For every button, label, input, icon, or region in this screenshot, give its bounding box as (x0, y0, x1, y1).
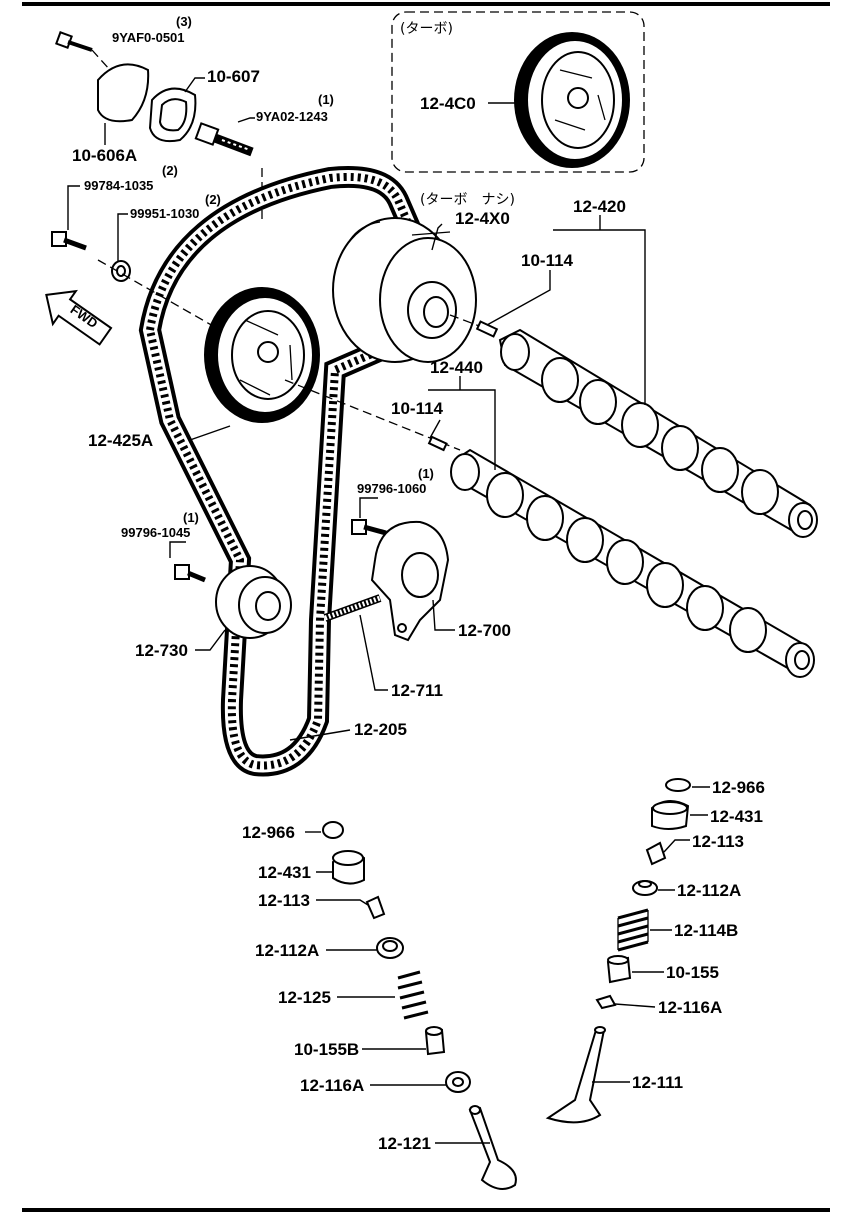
label-12-4x0: 12-4X0 (455, 209, 510, 228)
label-r-10-155: 10-155 (666, 963, 719, 982)
qty-99796-1060: (1) (418, 466, 434, 481)
label-99784-1035: 99784-1035 (84, 178, 153, 193)
label-r-12-113: 12-113 (692, 832, 744, 851)
qty-99796-1045: (1) (183, 510, 199, 525)
label-l-12-112a: 12-112A (255, 941, 319, 960)
turbo-note: (ターボ) (400, 21, 453, 37)
bolt-99796-1060 (351, 519, 387, 536)
label-12-420: 12-420 (573, 197, 626, 216)
bolt-99784 (51, 231, 87, 251)
label-l-12-116a: 12-116A (300, 1076, 364, 1095)
cam-pulley-12-425a (204, 287, 320, 423)
valve-12-121 (468, 1105, 517, 1190)
dowel-pin-10-114-a (475, 320, 499, 338)
label-l-12-125: 12-125 (278, 988, 331, 1007)
bolt-99796-1045 (174, 564, 206, 583)
washer-99951 (111, 260, 131, 282)
label-99796-1060: 99796-1060 (357, 481, 426, 496)
seat-12-116a-l (445, 1071, 471, 1093)
label-r-12-116a: 12-116A (658, 998, 722, 1017)
keeper-12-113-r (645, 841, 667, 866)
label-l-12-966: 12-966 (242, 823, 295, 842)
label-12-730: 12-730 (135, 641, 188, 660)
label-r-12-431: 12-431 (710, 807, 763, 826)
spring-12-711 (323, 594, 382, 622)
label-l-12-121: 12-121 (378, 1134, 431, 1153)
label-12-425a: 12-425A (88, 431, 153, 450)
qty-9ya02: (1) (318, 92, 334, 107)
spring-12-125 (397, 970, 429, 1020)
label-r-12-112a: 12-112A (677, 881, 741, 900)
bolt-9ya02 (194, 122, 254, 157)
idler-pulley-12-730 (215, 565, 292, 639)
seat-12-116a-r (595, 994, 617, 1010)
label-l-10-155b: 10-155B (294, 1040, 359, 1059)
label-9yaf0-0501: 9YAF0-0501 (112, 30, 185, 45)
tensioner-12-700 (370, 520, 450, 642)
label-r-12-111: 12-111 (632, 1073, 683, 1092)
vvt-pulley-12-4x0 (332, 217, 477, 363)
shim-12-966-r (665, 778, 691, 792)
label-10-114-upper: 10-114 (521, 251, 574, 270)
dowel-pin-10-114-b (427, 435, 448, 452)
retainer-12-112a-l (376, 937, 404, 959)
camshaft-12-440 (450, 448, 815, 678)
label-12-711: 12-711 (391, 681, 443, 700)
keeper-12-113-l (365, 895, 386, 920)
seal-10-155b (424, 1026, 446, 1056)
turbo-cam-pulley (514, 32, 630, 168)
valve-12-111 (545, 1026, 606, 1124)
shim-12-966-l (322, 821, 344, 839)
qty-9yaf0: (3) (176, 14, 192, 29)
label-99951-1030: 99951-1030 (130, 206, 199, 221)
turbo-nashi-note: (ターボ ナシ) (420, 192, 515, 208)
tappet-12-431-r (651, 800, 690, 830)
qty-99784: (2) (162, 163, 178, 178)
label-l-12-431: 12-431 (258, 863, 311, 882)
label-12-440: 12-440 (430, 358, 483, 377)
label-10-606a: 10-606A (72, 146, 137, 165)
label-r-12-114b: 12-114B (674, 921, 738, 940)
label-99796-1045: 99796-1045 (121, 525, 190, 540)
tappet-12-431-l (332, 850, 365, 885)
label-12-700: 12-700 (458, 621, 511, 640)
retainer-12-112a-r (632, 880, 658, 896)
label-12-205: 12-205 (354, 720, 407, 739)
timing-belt-12-205 (138, 165, 465, 777)
bolt-9yaf0 (55, 31, 93, 52)
qty-99951: (2) (205, 192, 221, 207)
fwd-arrow-icon (45, 289, 113, 346)
seal-10-155 (606, 955, 632, 984)
camshaft-12-420 (498, 328, 818, 538)
label-r-12-966: 12-966 (712, 778, 765, 797)
label-9ya02-1243: 9YA02-1243 (256, 109, 328, 124)
label-10-607: 10-607 (207, 67, 260, 86)
cover-plate-10-606a (97, 63, 150, 123)
label-l-12-113: 12-113 (258, 891, 310, 910)
label-12-4c0: 12-4C0 (420, 94, 476, 113)
gasket-10-607 (148, 87, 197, 143)
spring-12-114b (617, 908, 649, 952)
label-10-114-lower: 10-114 (391, 399, 444, 418)
turbo-inset-box (391, 11, 645, 173)
